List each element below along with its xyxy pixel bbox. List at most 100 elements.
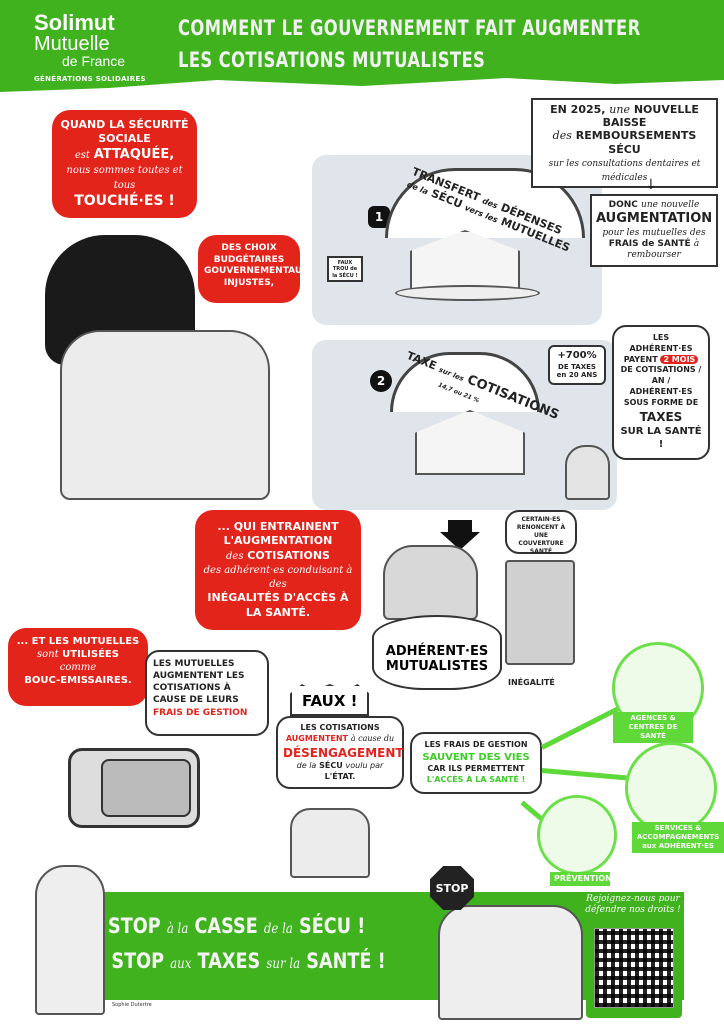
logo-line: Mutuelle <box>34 33 110 55</box>
text: TAXES <box>639 409 683 424</box>
text: REMBOURSEMENTS SÉCU <box>575 129 697 156</box>
text: DONC <box>608 200 638 210</box>
text: TAXES <box>197 949 261 973</box>
qr-code[interactable] <box>594 928 674 1008</box>
text: AUGMENTATION <box>596 211 713 227</box>
text: SUR LA SANTÉ ! <box>620 425 702 451</box>
header-band <box>0 0 724 92</box>
text: QUAND LA SÉCURITÉ SOCIALE <box>60 118 189 146</box>
text: nous sommes toutes et tous <box>66 165 183 191</box>
faux-trou-sign: FAUX TROU de la SÉCU ! <box>327 256 363 282</box>
protesters-couple-illustration <box>438 905 583 1020</box>
text: SÉCU ! <box>299 914 366 938</box>
prevention-circle <box>537 795 617 875</box>
adherents-drum: ADHÉRENT·ES MUTUALISTES <box>372 615 502 690</box>
text: aux <box>170 956 192 972</box>
banner-slogan: STOP à la CASSE de la SÉCU ! STOP aux TA… <box>108 910 386 980</box>
text: CAR ILS PERMETTENT <box>427 764 525 774</box>
text: CASSE <box>194 914 258 938</box>
text: sont <box>37 649 59 660</box>
text: comme <box>59 662 97 673</box>
tv-illustration <box>68 748 200 828</box>
building-base <box>395 285 540 301</box>
text: L'ACCÈS À LA SANTÉ ! <box>426 775 526 785</box>
text: STOP <box>108 914 161 938</box>
text: FRAIS DE GESTION <box>153 707 248 718</box>
text: +700% <box>557 350 597 361</box>
text: ... ET LES MUTUELLES <box>16 636 140 647</box>
bubble-consequence: ... QUI ENTRAINENT L'AUGMENTATION des CO… <box>195 510 361 631</box>
text: ... QUI ENTRAINENT L'AUGMENTATION <box>217 520 339 548</box>
elderly-couple-illustration <box>565 445 610 500</box>
services-circle <box>625 742 717 834</box>
text: UTILISÉES <box>62 649 119 660</box>
title-line-2: LES COTISATIONS MUTUALISTES <box>178 48 486 72</box>
text: LES COTISATIONS <box>300 723 380 732</box>
inegalite-label: INÉGALITÉ <box>508 678 555 687</box>
text: BOUC-EMISSAIRES. <box>24 675 132 686</box>
text: pour les mutuelles des <box>602 227 706 238</box>
step-number-1: 1 <box>368 206 390 228</box>
text: à rembourser <box>627 238 700 260</box>
solimut-logo[interactable]: Solimut Mutuelle de France GÉNÉRATIONS S… <box>34 12 146 83</box>
bubble-frais-gestion: LES FRAIS DE GESTION SAUVENT DES VIES CA… <box>410 732 542 794</box>
raised-fist-woman-illustration <box>35 865 105 1015</box>
page-title: COMMENT LE GOUVERNEMENT FAIT AUGMENTER L… <box>178 12 641 76</box>
text: sur les <box>437 365 466 384</box>
text: SÉCU <box>319 760 343 770</box>
text: de la <box>296 760 317 770</box>
tv-screen <box>101 759 191 817</box>
text: des <box>226 550 244 562</box>
connector-line <box>541 768 632 781</box>
connector-line <box>540 704 624 750</box>
text: FRAIS de SANTÉ <box>608 238 691 249</box>
text: des adhérent·es conduisant à des <box>203 564 353 591</box>
text: INÉGALITÉS D'ACCÈS À LA SANTÉ. <box>207 591 349 619</box>
text: des <box>552 129 572 143</box>
signature: Sophie Dutertre <box>112 1002 152 1008</box>
prevention-label: PRÉVENTION <box>550 872 612 887</box>
logo-tagline: GÉNÉRATIONS SOLIDAIRES <box>34 75 146 83</box>
text: AUGMENTENT <box>285 733 349 743</box>
text: des <box>480 196 500 211</box>
text: sur les consultations dentaires et médic… <box>548 158 701 183</box>
logo-line: de France <box>62 53 126 69</box>
text: TOUCHÉ·ES ! <box>74 193 175 210</box>
text: DE TAXES <box>558 362 596 371</box>
faux-burst: FAUX ! <box>290 684 370 716</box>
title-line-1: COMMENT LE GOUVERNEMENT FAIT AUGMENTER <box>178 16 641 40</box>
bubble-renounce: CERTAIN·ES RENONCENT À UNE COUVERTURE SA… <box>505 510 577 555</box>
bubble-mutuelles-frais: LES MUTUELLES AUGMENTENT LES COTISATIONS… <box>145 650 269 736</box>
box-augmentation: DONC une nouvelle AUGMENTATION pour les … <box>590 194 718 268</box>
text: COTISATIONS <box>247 548 330 562</box>
text: LES FRAIS DE GESTION <box>424 740 528 749</box>
text: LES MUTUELLES AUGMENTENT LES COTISATIONS… <box>153 659 245 706</box>
bubble-budget-choices: DES CHOIX BUDGÉTAIRES GOUVERNEMENTAUX IN… <box>198 235 309 303</box>
box-700-percent: +700% DE TAXES en 20 ANS <box>548 345 606 385</box>
arrow-down-icon: ↓ <box>645 177 657 193</box>
bubble-taxes-sante: LES ADHÉRENT·ES PAYENT 2 MOIS DE COTISAT… <box>612 325 710 460</box>
join-us-text: Rejoignez-nous pour défendre nos droits … <box>585 894 681 915</box>
text: voulu par <box>345 760 384 770</box>
stop-sign-icon: STOP <box>430 866 474 910</box>
text: sur la <box>266 956 301 972</box>
text: ATTAQUÉE, <box>93 146 175 162</box>
text: EN 2025, <box>550 103 606 116</box>
logo-line: Solimut <box>34 10 115 35</box>
text: SAUVENT DES VIES <box>422 751 530 763</box>
protesters-illustration <box>290 808 370 878</box>
text: DE COTISATIONS / AN / ADHÉRENT·ES SOUS F… <box>620 365 702 407</box>
cliff-illustration <box>505 560 575 665</box>
services-label: SERVICES & ACCOMPAGNEMENTS aux ADHÉRENT·… <box>632 822 724 854</box>
bubble-secu-attacked: QUAND LA SÉCURITÉ SOCIALE est ATTAQUÉE, … <box>52 110 197 219</box>
crowd-illustration <box>383 545 478 620</box>
text: SANTÉ ! <box>306 949 386 973</box>
text: en 20 ANS <box>556 371 598 380</box>
text: à la <box>166 921 189 937</box>
text: une <box>609 103 630 116</box>
bubble-faux: LES COTISATIONS AUGMENTENT à cause du DÉ… <box>276 716 404 790</box>
qr-code-frame[interactable] <box>586 920 682 1018</box>
bubble-scapegoat: ... ET LES MUTUELLES sont UTILISÉES comm… <box>8 628 148 706</box>
woman-body-illustration <box>60 330 270 500</box>
text: à cause du <box>350 733 395 743</box>
